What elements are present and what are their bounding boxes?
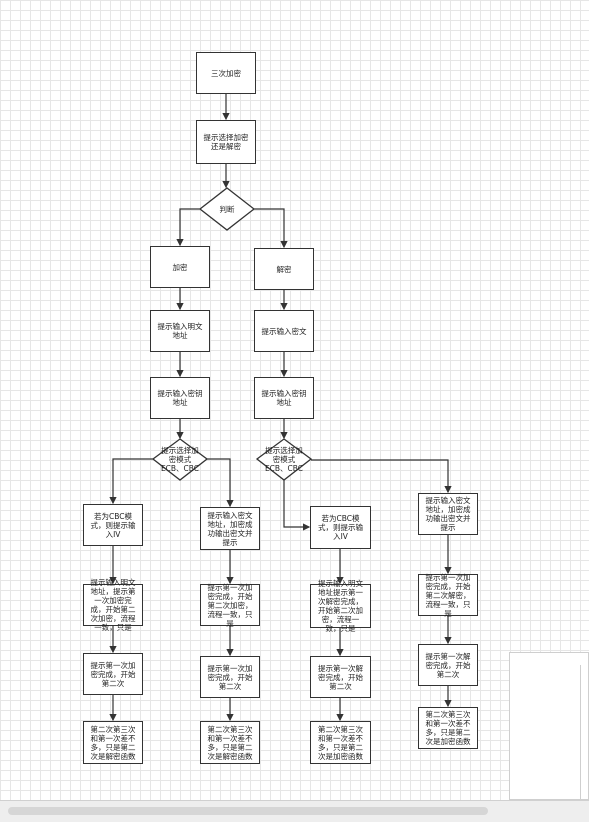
dec-cipher-node[interactable]: 提示输入密文 <box>254 310 314 352</box>
judge-diamond[interactable] <box>198 187 256 231</box>
horizontal-scrollbar[interactable] <box>0 800 589 822</box>
enc-mode-diamond[interactable] <box>151 438 209 481</box>
edge-judge-decrypt <box>254 208 288 249</box>
dec-mode-label: 提示选择加 密模式 ECB、CBC <box>264 445 304 473</box>
enc-cbc-iv-node[interactable]: 若为CBC模 式，则提示输 入IV <box>83 504 143 546</box>
start-node[interactable]: 三次加密 <box>196 52 256 94</box>
dec-cbc-step2-node[interactable]: 提示第一次解 密完成，开始 第二次 <box>310 656 371 698</box>
dec-ecb-step2-node[interactable]: 提示第一次解 密完成，开始 第二次 <box>418 644 478 686</box>
enc-plain-addr-node[interactable]: 提示输入明文 地址 <box>150 310 210 352</box>
enc-ecb-step2-node[interactable]: 提示第一次加 密完成，开始 第二次 <box>200 656 260 698</box>
enc-cbc-step3-node[interactable]: 第二次第三次 和第一次差不 多，只是第二 次是解密函数 <box>83 721 143 764</box>
encrypt-node[interactable]: 加密 <box>150 246 210 288</box>
decrypt-node[interactable]: 解密 <box>254 248 314 290</box>
dec-ecb-step1-node[interactable]: 提示第一次加 密完成，开始 第二次解密， 流程一致，只 是 <box>418 573 478 618</box>
enc-cbc-step1-node[interactable]: 提示输入明文 地址，提示第 一次加密完 成，开始第二 次加密，流程 一致，只是 <box>83 578 143 632</box>
edge-encmode-ecb <box>207 458 234 508</box>
dec-cbc-step1-node[interactable]: 提示输入明文 地址提示第一 次解密完成， 开始第二次加 密，流程一 致，只是 <box>310 579 371 633</box>
panel-divider <box>580 665 589 801</box>
connector-layer <box>109 94 452 722</box>
prompt-choice-node[interactable]: 提示选择加密 还是解密 <box>196 120 256 164</box>
diagram-canvas[interactable]: 三次加密 提示选择加密 还是解密 判断 加密 解密 提示输入明文 地址 提示输入… <box>0 0 589 800</box>
enc-ecb-step3-node[interactable]: 第二次第三次 和第一次差不 多，只是第二 次是解密函数 <box>200 721 260 764</box>
dec-cbc-step3-node[interactable]: 第二次第三次 和第一次差不 多，只是第二 次是加密函数 <box>310 721 371 764</box>
judge-label: 判断 <box>219 204 235 214</box>
edge-judge-encrypt <box>176 208 200 247</box>
edge-decmode-ecb <box>311 459 452 494</box>
enc-ecb-out-node[interactable]: 提示输入密文 地址，加密成 功输出密文并 提示 <box>200 507 260 550</box>
format-panel[interactable] <box>509 652 589 801</box>
dec-cbc-iv-node[interactable]: 若为CBC模 式，则提示输 入IV <box>310 506 371 549</box>
scrollbar-thumb[interactable] <box>8 807 488 815</box>
enc-ecb-step1-node[interactable]: 提示第一次加 密完成，开始 第二次加密， 流程一致，只 是 <box>200 583 260 628</box>
enc-mode-label: 提示选择加 密模式 ECB、CBC <box>160 445 200 473</box>
edge-decmode-cbc <box>283 480 311 531</box>
dec-ecb-out-node[interactable]: 提示输入密文 地址，加密成 功输出密文并 提示 <box>418 493 478 535</box>
enc-cbc-step2-node[interactable]: 提示第一次加 密完成，开始 第二次 <box>83 653 143 695</box>
edge-encmode-cbc <box>109 458 153 505</box>
dec-ecb-step3-node[interactable]: 第二次第三次 和第一次差不 多，只是第二 次是加密函数 <box>418 707 478 749</box>
dec-key-addr-node[interactable]: 提示输入密钥 地址 <box>254 377 314 419</box>
enc-key-addr-node[interactable]: 提示输入密钥 地址 <box>150 377 210 419</box>
